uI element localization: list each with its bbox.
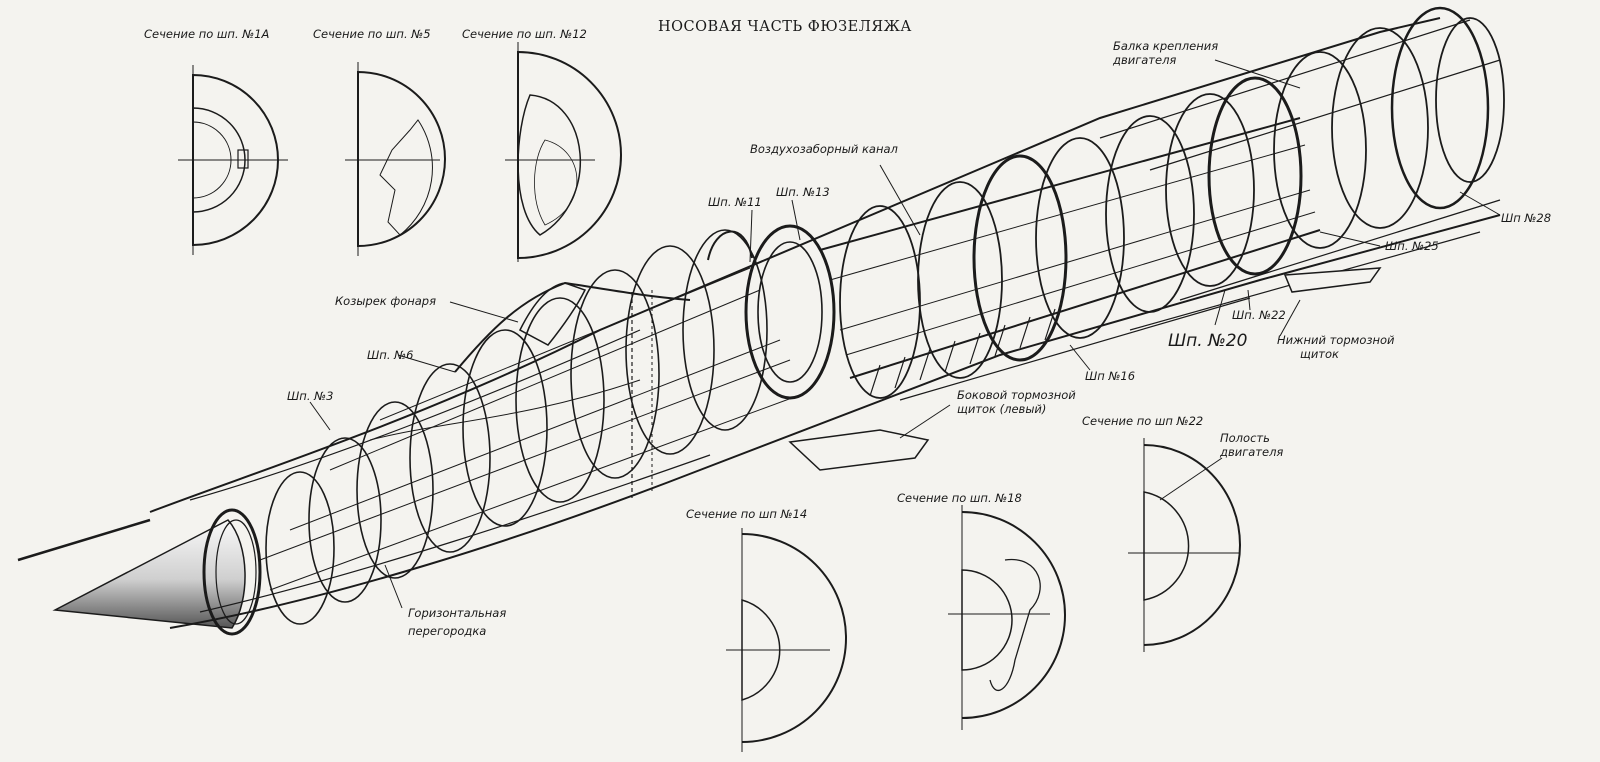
fuselage-cutaway bbox=[17, 6, 1505, 636]
section-1a-view bbox=[178, 65, 288, 255]
canopy-visor-label: Козырек фонаря bbox=[335, 294, 437, 308]
section-14-label: Сечение по шп №14 bbox=[686, 507, 808, 521]
horizontal-partition-label-line1: Горизонтальная bbox=[408, 606, 507, 620]
side-brake-label-line2: щиток (левый) bbox=[957, 402, 1047, 416]
section-14-view bbox=[726, 528, 847, 752]
section-5-label: Сечение по шп. №5 bbox=[313, 27, 431, 41]
lower-brake-label-line2: щиток bbox=[1300, 347, 1339, 361]
frame-3-label: Шп. №3 bbox=[287, 389, 334, 403]
section-18-label: Сечение по шп. №18 bbox=[897, 491, 1022, 505]
engine-cavity-label-line1: Полость bbox=[1220, 431, 1270, 445]
frame-11-label: Шп. №11 bbox=[708, 195, 762, 209]
side-brake-label-line1: Боковой тормозной bbox=[957, 388, 1076, 402]
engine-beam-label-line1: Балка крепления bbox=[1113, 39, 1219, 53]
section-12-label: Сечение по шп. №12 bbox=[462, 27, 587, 41]
drawing-title: НОСОВАЯ ЧАСТЬ ФЮЗЕЛЯЖА bbox=[658, 19, 912, 35]
frame-13-label: Шп. №13 bbox=[776, 185, 830, 199]
section-18-view bbox=[948, 505, 1066, 730]
section-5-view bbox=[345, 62, 446, 256]
frame-16-label: Шп №16 bbox=[1085, 369, 1136, 383]
section-22-view bbox=[1128, 438, 1241, 652]
frame-25-label: Шп. №25 bbox=[1385, 239, 1439, 253]
intake-channel-label: Воздухозаборный канал bbox=[750, 142, 898, 156]
engine-beam-label-line2: двигателя bbox=[1113, 53, 1177, 67]
section-22-label: Сечение по шп №22 bbox=[1082, 414, 1204, 428]
section-1a-label: Сечение по шп. №1А bbox=[144, 27, 270, 41]
lower-brake-label-line1: Нижний тормозной bbox=[1277, 333, 1395, 347]
leader-lines bbox=[309, 59, 1501, 609]
engine-cavity-label-line2: двигателя bbox=[1220, 445, 1284, 459]
frame-6-label: Шп. №6 bbox=[367, 348, 414, 362]
frame-20-label: Шп. №20 bbox=[1168, 331, 1248, 351]
frame-22-label: Шп. №22 bbox=[1232, 308, 1286, 322]
horizontal-partition-label-line2: перегородка bbox=[408, 624, 487, 638]
section-12-view bbox=[505, 42, 622, 262]
frame-28-label: Шп №28 bbox=[1501, 211, 1552, 225]
